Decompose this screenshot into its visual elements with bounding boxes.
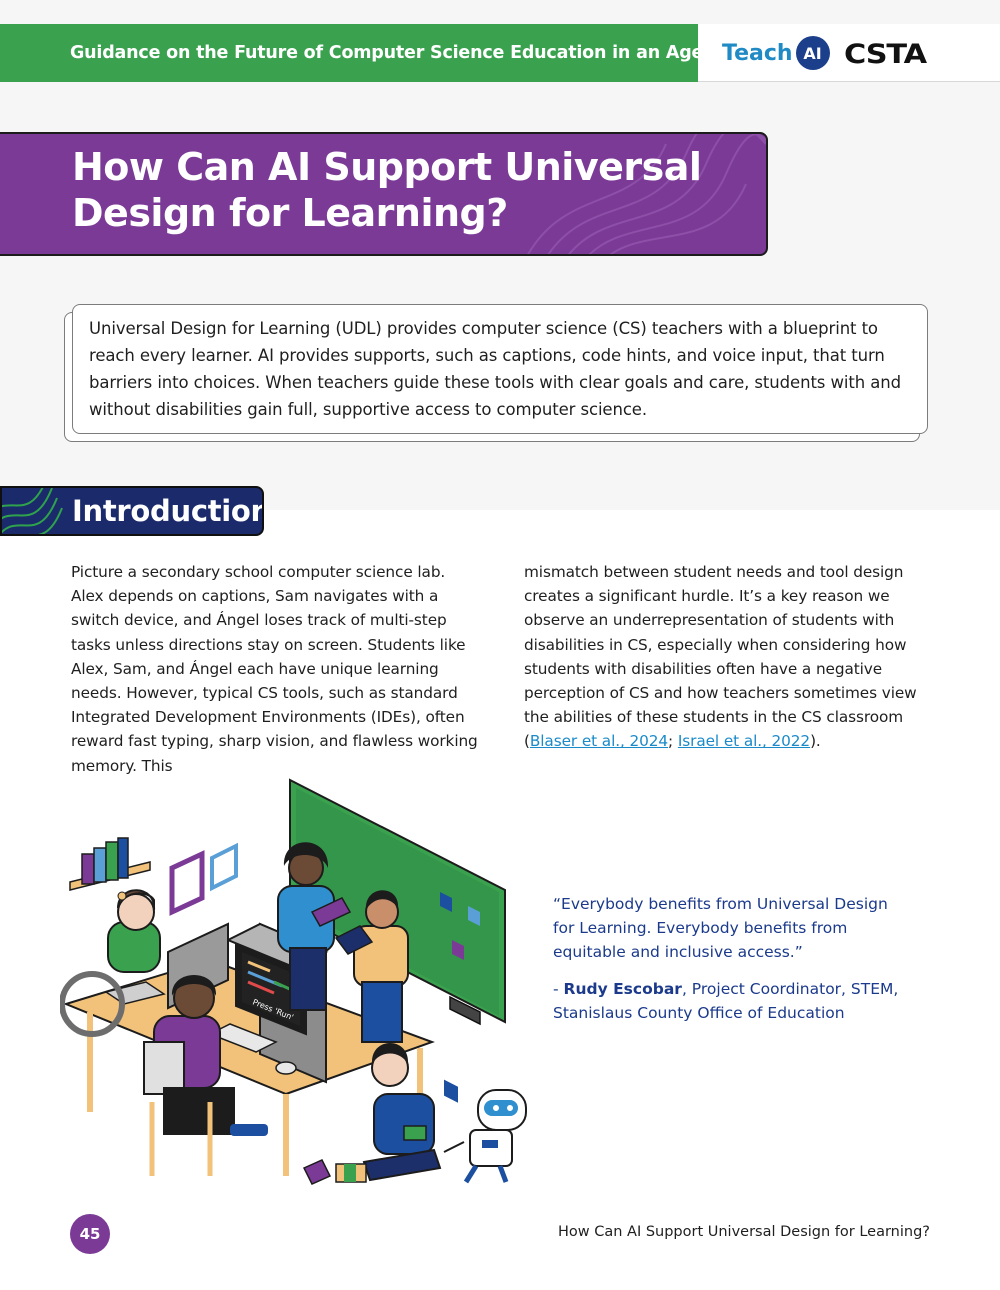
- page-title: How Can AI Support Universal Design for …: [72, 145, 702, 235]
- summary-box: Universal Design for Learning (UDL) prov…: [72, 304, 928, 434]
- quote-text: “Everybody benefits from Universal Desig…: [553, 895, 888, 961]
- heading-wave-decoration: [2, 488, 63, 534]
- section-heading: Introduction: [72, 494, 264, 528]
- title-banner: How Can AI Support Universal Design for …: [0, 132, 768, 256]
- body-right-end: ).: [810, 732, 821, 751]
- page-number-badge: 45: [70, 1214, 110, 1254]
- classroom-illustration: Press 'Run': [60, 778, 527, 1185]
- header-title: Guidance on the Future of Computer Scien…: [70, 43, 754, 63]
- body-column-right: mismatch between student needs and tool …: [524, 560, 934, 754]
- svg-text:CSTA: CSTA: [844, 39, 927, 67]
- teachai-logo-text: Teach: [722, 40, 793, 66]
- citation-link-blaser[interactable]: Blaser et al., 2024: [529, 732, 669, 751]
- banner-wave-decoration: [527, 134, 766, 254]
- body-right-text: mismatch between student needs and tool …: [524, 563, 917, 751]
- pull-quote: “Everybody benefits from Universal Desig…: [553, 892, 913, 1025]
- teachai-logo-badge: AI: [795, 36, 830, 70]
- quote-attribution: - Rudy Escobar, Project Coordinator, STE…: [553, 977, 913, 1025]
- citation-separator: ;: [668, 732, 678, 751]
- quote-prefix: -: [553, 980, 564, 998]
- quote-author-name: Rudy Escobar: [563, 980, 682, 998]
- quote-author-role: , Project Coordinator, STEM, Stanislaus …: [553, 980, 899, 1022]
- section-heading-tab: Introduction: [0, 486, 264, 536]
- csta-logo: CSTA: [844, 39, 928, 67]
- page-header: Guidance on the Future of Computer Scien…: [0, 24, 1000, 82]
- teachai-logo: Teach AI: [722, 36, 830, 70]
- body-column-left: Picture a secondary school computer scie…: [71, 563, 478, 775]
- header-logos: Teach AI CSTA: [698, 24, 1000, 82]
- citation-link-israel[interactable]: Israel et al., 2022: [677, 732, 811, 751]
- footer-title: How Can AI Support Universal Design for …: [557, 1224, 930, 1240]
- summary-text: Universal Design for Learning (UDL) prov…: [89, 319, 901, 419]
- header-bar: Guidance on the Future of Computer Scien…: [0, 24, 754, 82]
